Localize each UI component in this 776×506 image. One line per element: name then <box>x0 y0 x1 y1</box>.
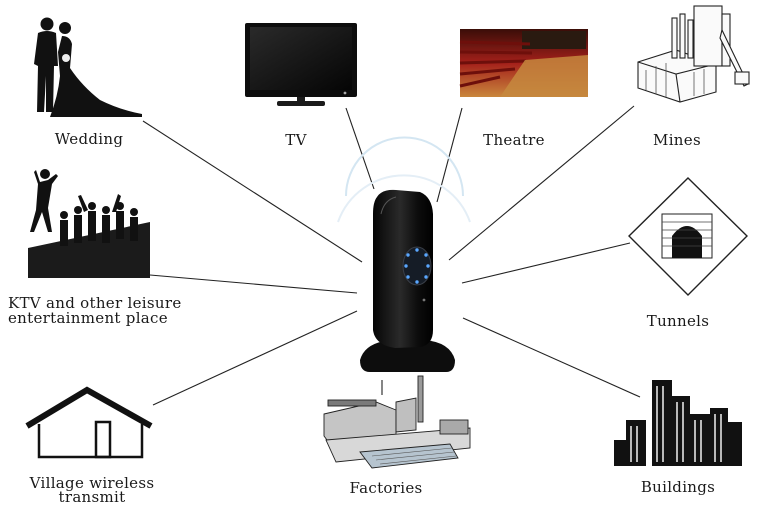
connector-buildings <box>462 317 641 398</box>
factory-icon <box>323 375 471 469</box>
mine-plant-icon <box>637 5 750 103</box>
label-ktv-line1: KTV and other leisure <box>8 294 182 312</box>
label-tunnels: Tunnels <box>646 312 710 330</box>
connector-village <box>152 310 358 406</box>
connector-tv <box>345 107 375 190</box>
label-buildings: Buildings <box>640 478 716 496</box>
label-wedding: Wedding <box>54 130 124 148</box>
dancing-crowd-icon <box>28 169 150 278</box>
connector-lines <box>142 105 641 406</box>
label-ktv-line2: entertainment place <box>8 309 168 327</box>
house-icon <box>25 386 153 459</box>
label-theatre: Theatre <box>483 131 545 149</box>
wedding-couple-icon <box>34 17 142 117</box>
television-icon <box>245 23 357 106</box>
connector-mines <box>448 105 635 261</box>
connector-ktv <box>149 274 358 294</box>
wireless-transmitter-icon <box>337 136 471 372</box>
connector-tunnels <box>461 242 631 284</box>
theatre-seats-icon <box>459 29 588 97</box>
label-tv: TV <box>285 131 307 149</box>
skyscrapers-icon <box>614 380 742 466</box>
label-village-line1: Village wireless <box>29 474 155 492</box>
connector-theatre <box>436 107 463 203</box>
label-mines: Mines <box>653 131 701 149</box>
label-village-line2: transmit <box>58 488 126 506</box>
connector-wedding <box>142 120 363 263</box>
tunnel-sign-icon <box>628 177 748 296</box>
label-factories: Factories <box>349 479 423 497</box>
